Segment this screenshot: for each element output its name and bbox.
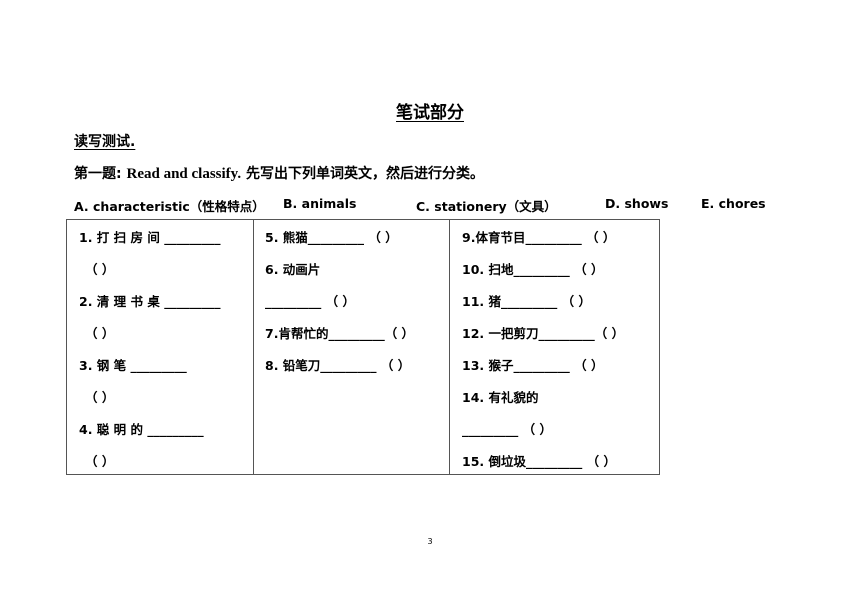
item-line: 7.肯帮忙的_________（ ） <box>265 326 415 341</box>
question-number: 第一题: <box>74 166 122 182</box>
item-line: 10. 扫地_________ （ ） <box>462 262 604 277</box>
item-line: 8. 铅笔刀_________ （ ） <box>265 358 411 373</box>
classification-table: 1. 打 扫 房 间 _________ （ ） 2. 清 理 书 桌 ____… <box>66 219 660 475</box>
item-line: 9.体育节目_________ （ ） <box>462 230 616 245</box>
page-title: 笔试部分 <box>396 103 464 123</box>
section-heading: 读写测试. <box>74 134 136 150</box>
category-b: B. animals <box>283 196 357 211</box>
answer-bracket: （ ） <box>85 262 115 277</box>
instruction-chinese: 先写出下列单词英文，然后进行分类。 <box>245 166 484 182</box>
category-d: D. shows <box>605 196 669 211</box>
instruction-english: Read and classify. <box>126 166 242 182</box>
item-line: 4. 聪 明 的 _________ <box>79 422 204 437</box>
item-line: 1. 打 扫 房 间 _________ <box>79 230 221 245</box>
question-instruction: 第一题: Read and classify. 先写出下列单词英文，然后进行分类… <box>74 163 484 183</box>
category-c: C. stationery（文具） <box>416 199 557 214</box>
item-line: 6. 动画片 <box>265 262 321 277</box>
item-line: 5. 熊猫_________ （ ） <box>265 230 398 245</box>
answer-bracket: （ ） <box>85 390 115 405</box>
page-number: 3 <box>427 537 433 546</box>
item-line: 14. 有礼貌的 <box>462 390 539 405</box>
item-line: 3. 钢 笔 _________ <box>79 358 187 373</box>
column-divider <box>253 220 254 474</box>
item-line: 12. 一把剪刀_________（ ） <box>462 326 625 341</box>
item-line: 11. 猪_________ （ ） <box>462 294 591 309</box>
category-a: A. characteristic（性格特点） <box>74 199 265 214</box>
answer-bracket: （ ） <box>85 454 115 469</box>
item-line: 15. 倒垃圾_________ （ ） <box>462 454 616 469</box>
item-line: 13. 猴子_________ （ ） <box>462 358 604 373</box>
category-e: E. chores <box>701 196 766 211</box>
item-line: _________ （ ） <box>462 422 552 437</box>
item-line: _________ （ ） <box>265 294 355 309</box>
column-divider <box>449 220 450 474</box>
item-line: 2. 清 理 书 桌 _________ <box>79 294 221 309</box>
answer-bracket: （ ） <box>85 326 115 341</box>
